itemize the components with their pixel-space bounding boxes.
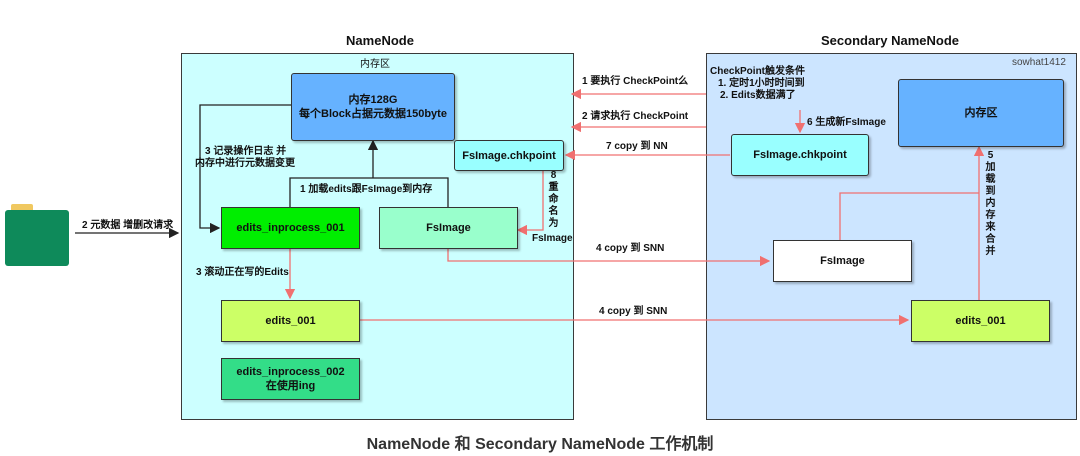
snn-fsimage-box: FsImage: [773, 240, 912, 282]
memory-box-line1: 内存128G: [348, 94, 398, 106]
step1-load-label: 1 加载edits跟FsImage到内存: [300, 184, 433, 195]
snn-fsimage-chkpoint-box: FsImage.chkpoint: [731, 134, 869, 176]
namenode-title: NameNode: [346, 33, 414, 48]
edits-inprocess-002-box: edits_inprocess_002 在使用ing: [221, 358, 360, 400]
watermark-text: sowhat1412: [1012, 57, 1066, 68]
edits-001-box: edits_001: [221, 300, 360, 342]
step8-rename-tail-label: FsImage: [532, 233, 573, 244]
step4-fsimage-arrow: [447, 248, 771, 267]
namenode-fsimage-box: FsImage: [379, 207, 518, 249]
memory-box-line2: 每个Block占据元数据150byte: [299, 108, 447, 120]
snn-edits-001-box: edits_001: [911, 300, 1050, 342]
namenode-memory-box: 内存128G 每个Block占据元数据150byte: [291, 73, 455, 141]
trigger-condition-2: 2. Edits数据满了: [720, 90, 796, 101]
step3-log-label-2: 内存中进行元数据变更: [195, 158, 295, 169]
log-arrow: [199, 104, 291, 234]
edits-inprocess-001-box: edits_inprocess_001: [221, 207, 360, 249]
step4-copy-edits-label: 4 copy 到 SNN: [599, 306, 668, 317]
step8-arrow: [516, 170, 544, 236]
diagram-caption: NameNode 和 Secondary NameNode 工作机制: [366, 436, 714, 453]
step2-request-label: 2 请求执行 CheckPoint: [582, 111, 689, 122]
namenode-fsimage-chkpoint-box: FsImage.chkpoint: [454, 140, 564, 171]
step8-rename-label: 8重命名为: [548, 170, 559, 229]
step7-copy-label: 7 copy 到 NN: [606, 141, 668, 152]
namenode-memory-area-label: 内存区: [360, 59, 390, 70]
edits-inprocess-002-line1: edits_inprocess_002: [236, 366, 345, 378]
edits-inprocess-002-line2: 在使用ing: [265, 380, 316, 392]
trigger-condition-1: 1. 定时1小时时间到: [718, 78, 805, 89]
secondary-namenode-title: Secondary NameNode: [821, 33, 959, 48]
snn-memory-box: 内存区: [898, 79, 1064, 147]
step1-ask-label: 1 要执行 CheckPoint么: [582, 76, 689, 87]
step5-merge-label: 5加载到内存来合并: [985, 150, 996, 257]
trigger-title: CheckPoint触发条件: [710, 66, 806, 77]
step3-roll-label: 3 滚动正在写的Edits: [196, 267, 289, 278]
load-line-edits: [289, 177, 449, 207]
step3-log-label-1: 3 记录操作日志 并: [205, 146, 287, 157]
step4-copy-fsimage-label: 4 copy 到 SNN: [596, 243, 665, 254]
folder-icon: [5, 204, 69, 266]
step5-fsimage-line: [839, 192, 979, 240]
client-request-label: 2 元数据 增删改请求: [82, 220, 174, 231]
step6-generate-label: 6 生成新FsImage: [807, 117, 886, 128]
